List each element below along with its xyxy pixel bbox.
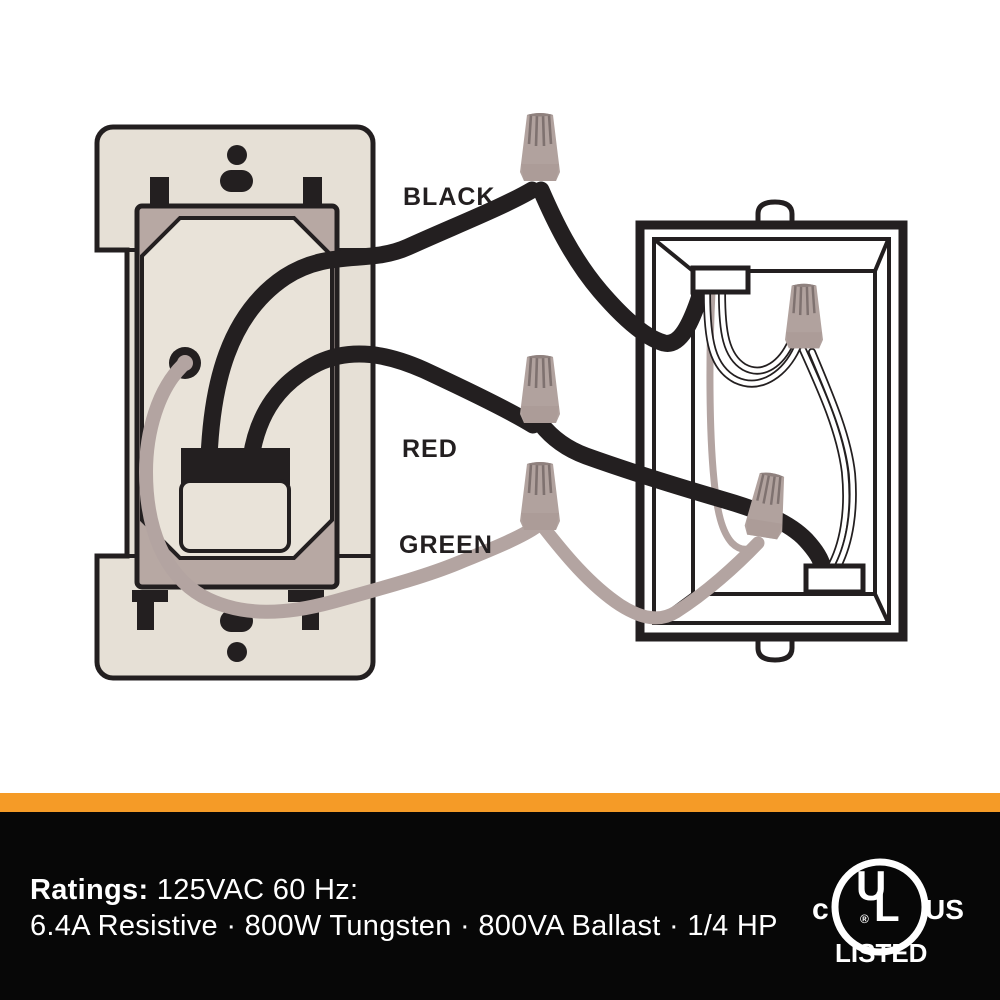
ul-listed-text: LISTED [835,938,927,968]
label-red-wire: RED [402,435,458,463]
ratings-value-1: 125VAC 60 Hz: [156,874,359,906]
wires [138,181,857,625]
ul-letter-u: U [856,862,886,909]
strap-slot-top [220,170,253,192]
ul-circle [831,858,929,956]
red-wire-left [242,345,542,467]
box-white-wires [703,289,857,572]
black-wire-right [532,181,709,352]
cable-clamp-bottom [803,563,866,595]
strap-tab-top-right [303,177,322,210]
dimmer-wiring-module [177,355,291,553]
strap-screw-hole-bottom [227,642,247,662]
green-wire-left [138,359,544,619]
ratings-line-1: Ratings: 125VAC 60 Hz: [30,872,778,908]
red-wire-right [532,415,832,577]
wire-nut-box-top [783,282,825,350]
ratings-label: Ratings: [30,874,149,906]
ul-letter-l: L [874,883,900,930]
ratings-text: Ratings: 125VAC 60 Hz: 6.4A Resistive · … [30,872,778,944]
orange-divider-bar [0,793,1000,812]
ul-registered-mark: ® [860,912,869,926]
black-wire-left [200,181,541,467]
footer-ratings-band: Ratings: 125VAC 60 Hz: 6.4A Resistive · … [0,812,1000,1000]
strap-tab-bottom-left [132,590,168,630]
strap-tab-top-left [150,177,169,210]
ul-listed-logo: U L ® c US LISTED [812,858,964,968]
box-perspective-lines [653,238,890,624]
wiring-diagram-canvas: BLACK RED GREEN [94,111,908,681]
ratings-line-2: 6.4A Resistive · 800W Tungsten · 800VA B… [30,910,778,942]
wire-nut-red [518,353,562,425]
ground-wire-in-hole [177,355,193,371]
strap-screw-hole-top [227,145,247,165]
ul-us: US [925,894,964,925]
label-black-wire: BLACK [403,183,496,211]
box-back-wall [691,269,877,596]
box-inner-edge [652,237,891,625]
ul-canada-c: c [812,893,829,926]
green-wire-right [534,517,765,625]
wire-nut-green [518,460,562,532]
cable-clamp-top [690,265,751,295]
wire-nut-black [518,111,562,183]
label-green-wire: GREEN [399,531,493,559]
